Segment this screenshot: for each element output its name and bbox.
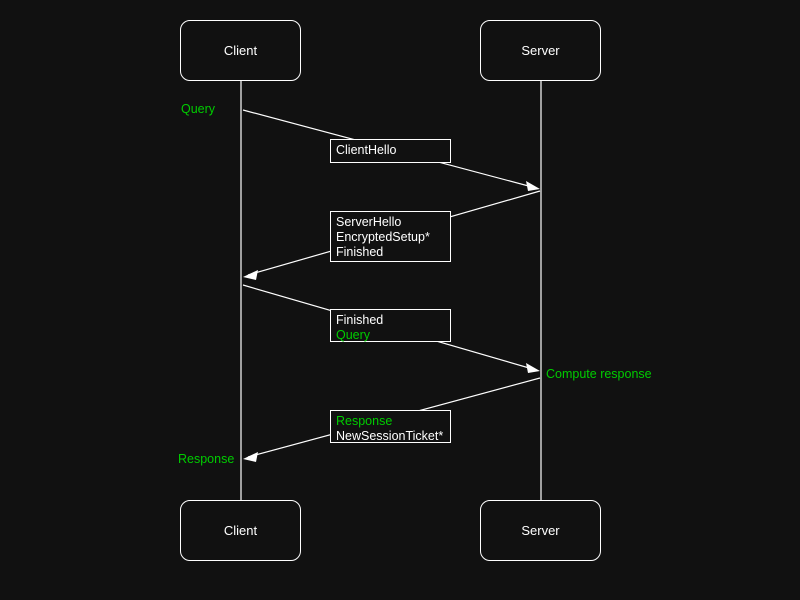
- message-box-finished-query[interactable]: Finished Query: [330, 309, 451, 342]
- actor-box-client-bottom[interactable]: Client: [180, 500, 301, 561]
- annotation-query: Query: [181, 102, 216, 116]
- annotation-response: Response: [178, 452, 235, 466]
- message-line: Finished: [336, 245, 384, 259]
- message-line: ClientHello: [336, 143, 397, 157]
- actor-label-server-bottom: Server: [521, 523, 560, 538]
- actor-label-server-top: Server: [521, 43, 560, 58]
- message-line: Finished: [336, 313, 384, 327]
- actor-label-client-top: Client: [223, 43, 258, 58]
- arrowhead-response-ticket: [243, 452, 258, 462]
- arrowhead-client-hello: [526, 181, 540, 191]
- message-box-response-ticket[interactable]: Response NewSessionTicket*: [330, 410, 451, 443]
- message-line: NewSessionTicket*: [336, 429, 444, 443]
- message-line: EncryptedSetup*: [336, 230, 430, 244]
- message-box-client-hello[interactable]: ClientHello: [330, 139, 451, 163]
- actor-box-server-bottom[interactable]: Server: [480, 500, 601, 561]
- message-line-highlight: Query: [336, 328, 371, 342]
- message-line: ServerHello: [336, 215, 402, 229]
- message-line-highlight: Response: [336, 414, 393, 428]
- annotation-compute-response: Compute response: [546, 367, 652, 381]
- message-box-server-hello[interactable]: ServerHello EncryptedSetup* Finished: [330, 211, 451, 262]
- actor-box-server-top[interactable]: Server: [480, 20, 601, 81]
- actor-label-client-bottom: Client: [223, 523, 258, 538]
- arrowhead-finished-query: [526, 363, 540, 373]
- arrowhead-server-hello: [243, 270, 258, 280]
- actor-box-client-top[interactable]: Client: [180, 20, 301, 81]
